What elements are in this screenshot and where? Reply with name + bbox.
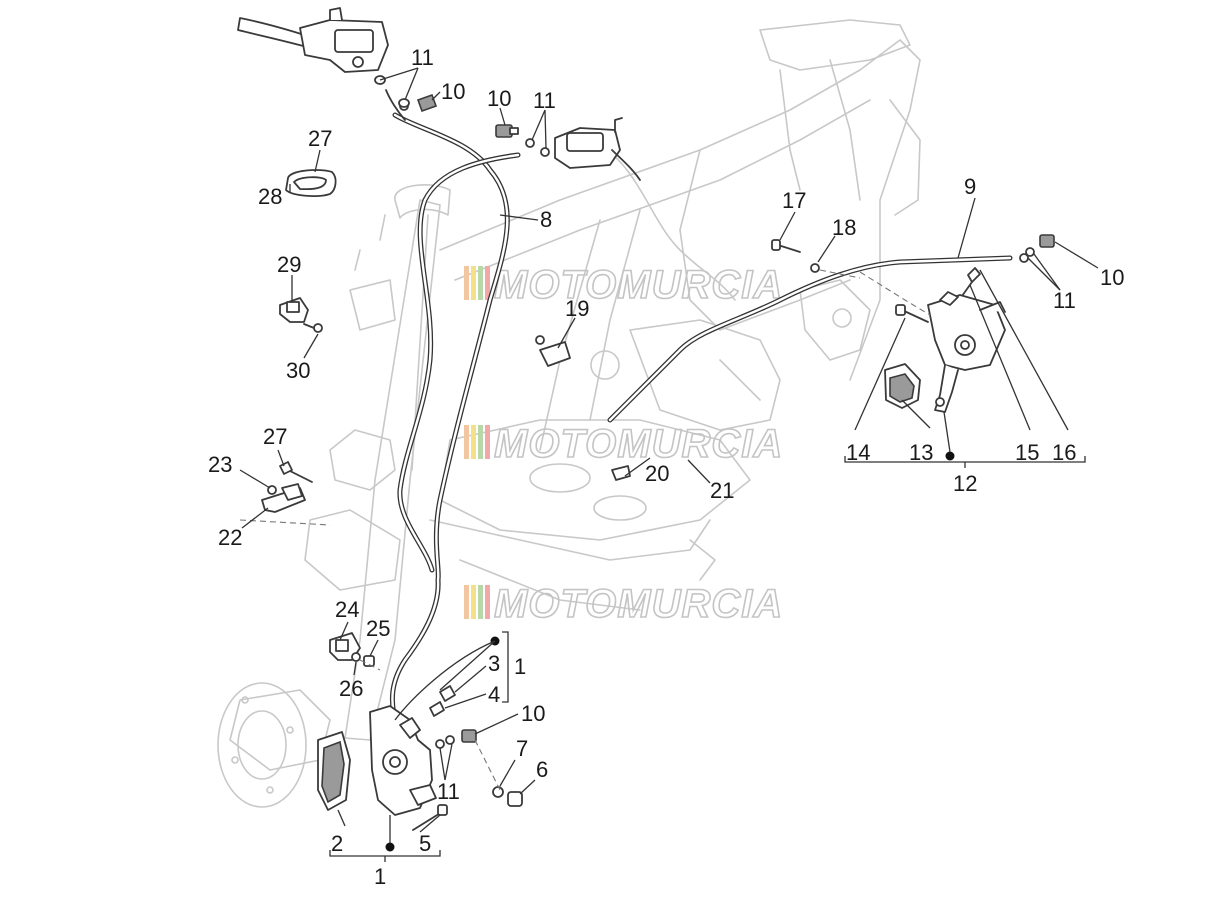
callout-16: 16 xyxy=(1052,440,1076,465)
hose-guide-28 xyxy=(285,169,337,197)
callout-10-mid: 10 xyxy=(487,86,511,111)
callout-17: 17 xyxy=(782,188,806,213)
front-brake-pads-2 xyxy=(317,731,351,811)
front-banjo-bolt-10 xyxy=(435,729,477,749)
rear-copper-washers-11 xyxy=(1019,247,1035,263)
callout-28: 28 xyxy=(258,184,282,209)
callout-9: 9 xyxy=(964,174,976,199)
callout-1-right: 1 xyxy=(514,654,526,679)
watermark-text: MOTOMURCIA xyxy=(494,582,783,626)
screw-30 xyxy=(303,323,323,333)
rear-banjo-bolt-10 xyxy=(1039,234,1055,248)
callout-30: 30 xyxy=(286,358,310,383)
copper-washers-11-top xyxy=(374,75,410,121)
callout-14: 14 xyxy=(846,440,870,465)
rear-brake-pads-13 xyxy=(884,363,921,409)
callout-2: 2 xyxy=(331,831,343,856)
leader-lines xyxy=(239,67,1099,862)
scooter-frame-ghost xyxy=(217,19,921,808)
screw-25 xyxy=(363,655,375,667)
front-caliper-bolt-5 xyxy=(412,804,448,831)
front-brake-caliper xyxy=(369,705,437,816)
banjo-bolt-10-mid xyxy=(495,124,519,138)
hose-clamp-29 xyxy=(279,297,309,323)
caliper-bolt-14 xyxy=(895,304,929,323)
rear-brake-hose-9 xyxy=(607,255,1013,423)
washer-26 xyxy=(351,652,361,662)
callout-10-top: 10 xyxy=(441,79,465,104)
callout-5: 5 xyxy=(419,831,431,856)
callout-26: 26 xyxy=(339,676,363,701)
callout-11-front: 11 xyxy=(437,779,460,804)
callout-29: 29 xyxy=(277,252,301,277)
callout-labels: 11 10 10 11 27 28 8 9 17 18 10 11 29 30 … xyxy=(208,45,1124,889)
callout-20: 20 xyxy=(645,461,669,486)
copper-washers-11-mid xyxy=(525,138,550,157)
clip-20 xyxy=(611,465,631,481)
callout-22: 22 xyxy=(218,525,242,550)
watermark-bottom: MOTOMURCIA xyxy=(464,581,783,627)
screw-6 xyxy=(507,791,523,807)
callout-11-rear: 11 xyxy=(1053,288,1076,313)
hose-clamp-24 xyxy=(329,632,361,661)
callout-18: 18 xyxy=(832,215,856,240)
callout-3: 3 xyxy=(488,651,500,676)
front-master-cylinder xyxy=(237,7,389,73)
callout-12: 12 xyxy=(953,471,977,496)
rear-brake-caliper xyxy=(927,291,1006,413)
assembly-guides xyxy=(239,269,931,791)
front-brake-hose-8 xyxy=(389,112,510,733)
callout-4: 4 xyxy=(488,682,500,707)
front-brake-hose-2 xyxy=(397,152,521,573)
pin-27-lower xyxy=(279,461,313,483)
callout-10-rear: 10 xyxy=(1100,265,1124,290)
washer-18 xyxy=(810,263,820,273)
callout-19: 19 xyxy=(565,296,589,321)
watermark-text: MOTOMURCIA xyxy=(494,263,783,307)
callout-7: 7 xyxy=(516,736,528,761)
callout-13: 13 xyxy=(909,440,933,465)
rear-master-hose xyxy=(599,144,736,301)
rear-master-cylinder xyxy=(554,117,641,181)
watermark-middle: MOTOMURCIA xyxy=(464,421,783,467)
callout-11-mid: 11 xyxy=(533,88,556,113)
washer-7 xyxy=(492,786,504,798)
callout-24: 24 xyxy=(335,597,359,622)
callout-8: 8 xyxy=(540,207,552,232)
bolt-17 xyxy=(771,239,801,253)
callout-25: 25 xyxy=(366,616,390,641)
callout-11-top: 11 xyxy=(411,45,434,70)
callout-21: 21 xyxy=(710,478,734,503)
callout-15: 15 xyxy=(1015,440,1039,465)
bleed-screw-3-4 xyxy=(429,685,456,717)
bleed-screw-15-16 xyxy=(961,267,981,297)
callout-10-front: 10 xyxy=(521,701,545,726)
hose-clamp-22 xyxy=(261,483,306,513)
callout-27-lower: 27 xyxy=(263,424,287,449)
callout-23: 23 xyxy=(208,452,232,477)
watermark-text: MOTOMURCIA xyxy=(494,422,783,466)
callout-1-bottom: 1 xyxy=(374,864,386,889)
hose-clip-19 xyxy=(535,335,571,367)
callout-27-top: 27 xyxy=(308,126,332,151)
watermark-top: MOTOMURCIA xyxy=(464,262,783,308)
callout-6: 6 xyxy=(536,757,548,782)
